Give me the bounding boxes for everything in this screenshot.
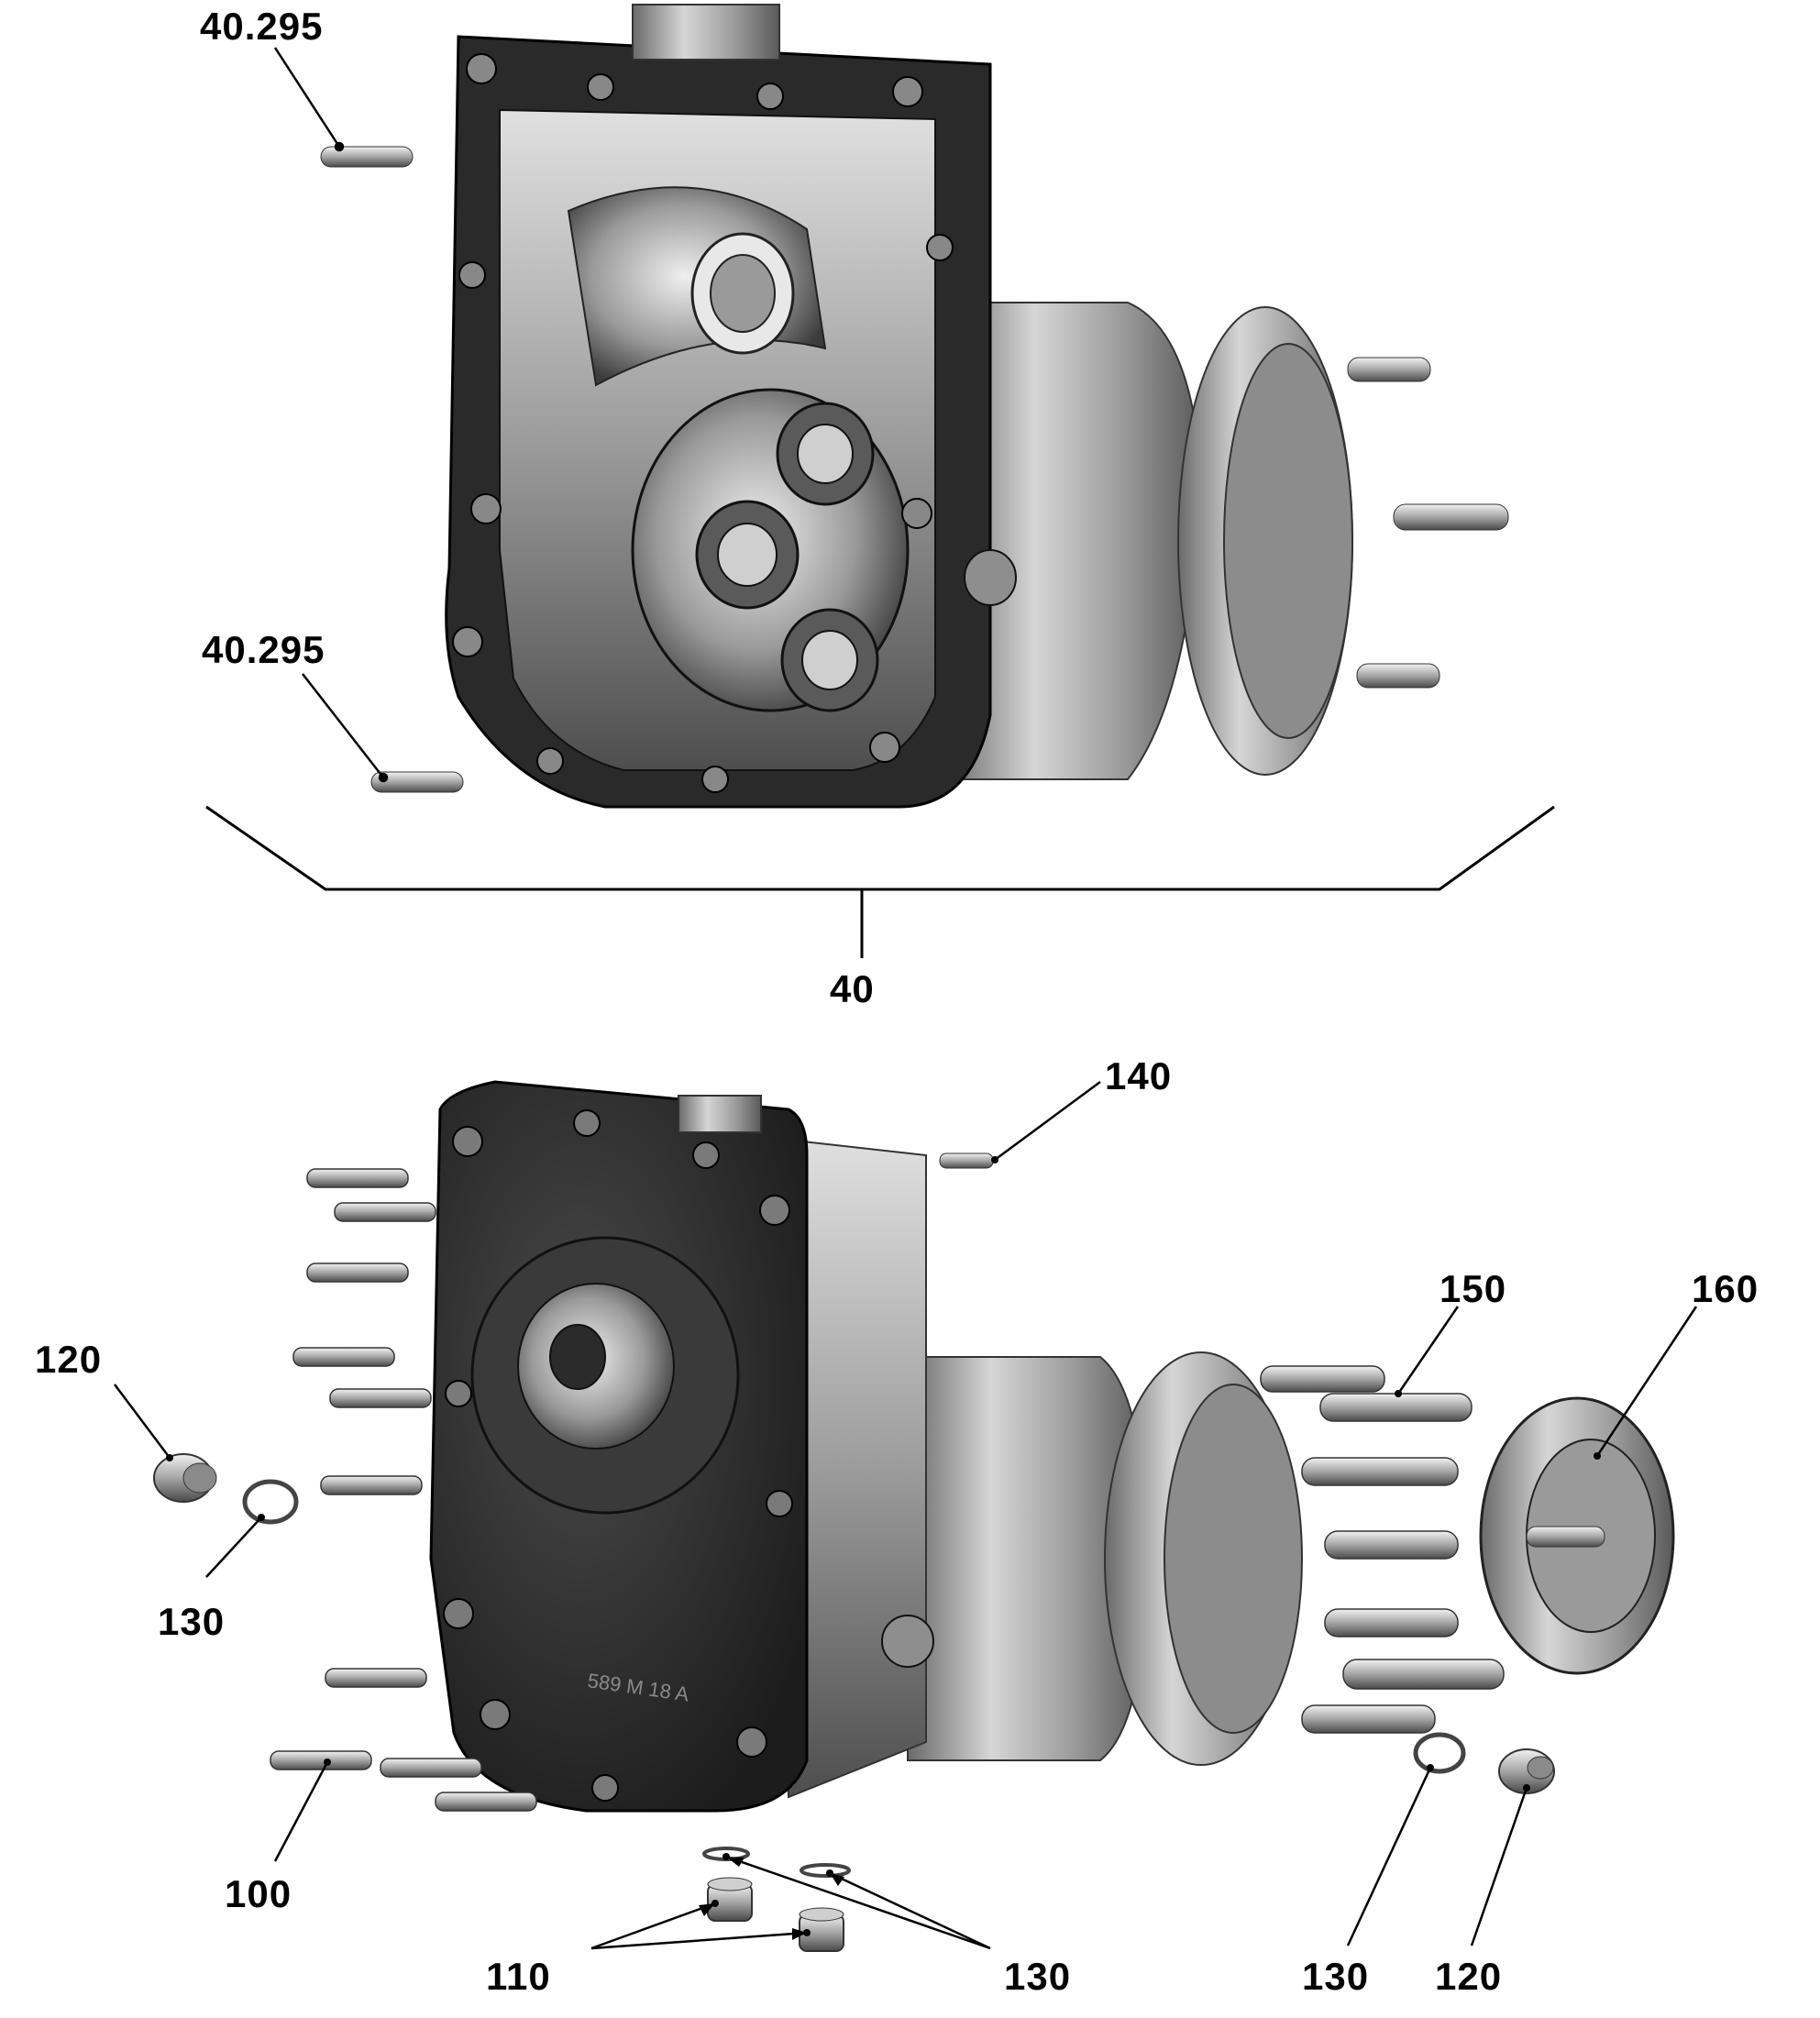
callout-130-left: 130 bbox=[158, 1600, 226, 1643]
plug-120-right bbox=[1498, 1748, 1555, 1794]
dowel-pin-top bbox=[320, 146, 414, 168]
callout-130-bottom: 130 bbox=[1004, 1955, 1072, 1998]
callout-110: 110 bbox=[486, 1955, 551, 1998]
callout-130-right: 130 bbox=[1302, 1955, 1370, 1998]
callout-40-295-top: 40.295 bbox=[200, 5, 324, 48]
plug-120-left bbox=[153, 1453, 217, 1503]
cap-screws-100 bbox=[270, 1168, 537, 1812]
housing-assembly-40 bbox=[445, 4, 1509, 809]
callout-100: 100 bbox=[225, 1872, 292, 1915]
plugs-110 bbox=[707, 1877, 844, 1952]
leader-arrowheads bbox=[699, 1857, 844, 1940]
callout-120-right: 120 bbox=[1435, 1955, 1503, 1998]
studs-150 bbox=[1260, 1365, 1505, 1734]
callout-160: 160 bbox=[1692, 1267, 1759, 1310]
upper-leader-lines bbox=[273, 47, 389, 783]
assembly-bracket-40 bbox=[205, 805, 1555, 891]
callout-140: 140 bbox=[1105, 1054, 1173, 1097]
seal-ring-130-right bbox=[1413, 1732, 1466, 1774]
seal-ring-130-bottom-b bbox=[800, 1863, 851, 1878]
housing-lower-view: 589 M 18 A bbox=[429, 1080, 1303, 1813]
end-cover-160 bbox=[1479, 1396, 1675, 1675]
seal-ring-130-left bbox=[242, 1479, 299, 1525]
screw-140 bbox=[939, 1152, 994, 1169]
callout-120-left: 120 bbox=[35, 1338, 103, 1381]
callout-40-295-bottom: 40.295 bbox=[202, 628, 325, 671]
dowel-pin-bottom bbox=[370, 771, 464, 793]
callout-40: 40 bbox=[830, 967, 875, 1010]
lower-leader-lines bbox=[114, 1080, 1698, 1950]
callout-150: 150 bbox=[1439, 1267, 1507, 1310]
